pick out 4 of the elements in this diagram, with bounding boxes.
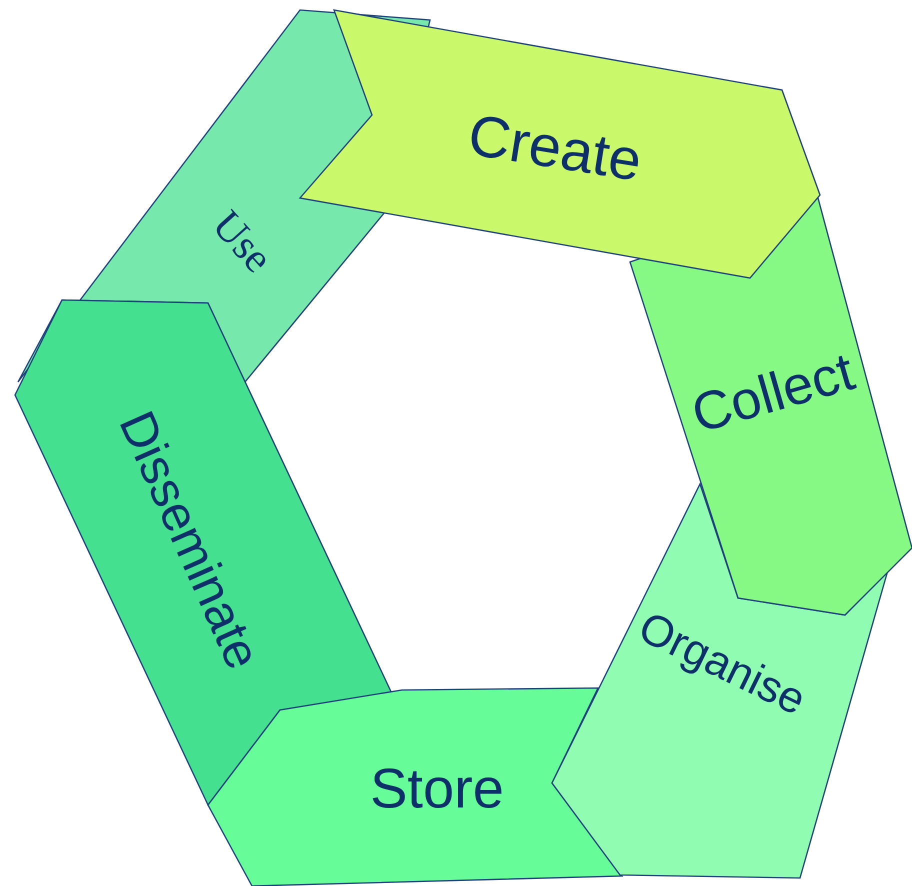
step-label: Store	[370, 756, 504, 820]
step-label: Create	[464, 101, 646, 195]
step-label: Collect	[685, 340, 861, 446]
step-label: Use	[202, 202, 282, 282]
